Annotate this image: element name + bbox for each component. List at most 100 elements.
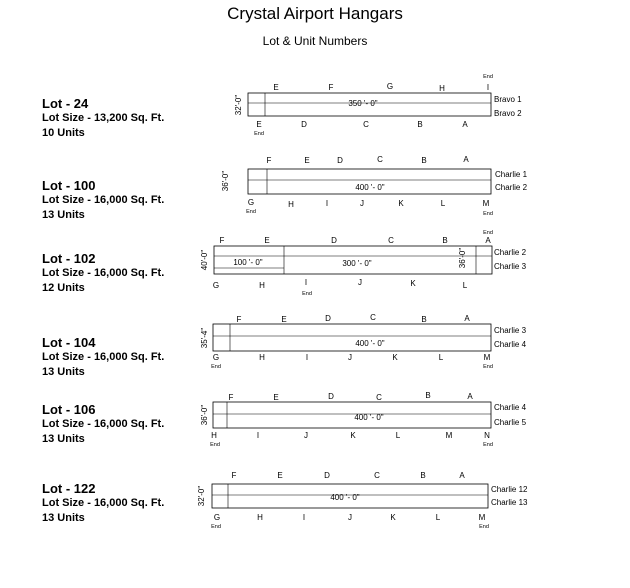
row-label: Charlie 4 xyxy=(494,403,527,412)
length-label: 300 '- 0" xyxy=(342,259,371,268)
depth-label: 36'-0" xyxy=(221,171,230,192)
row-label: Charlie 3 xyxy=(494,262,527,271)
unit-letter: I xyxy=(257,431,259,440)
lot-name: Lot - 106 xyxy=(42,402,96,417)
end-label: End xyxy=(211,524,221,530)
hangar-bar xyxy=(213,245,493,275)
unit-letter: G xyxy=(214,513,220,522)
unit-letter: D xyxy=(328,392,334,401)
depth-label: 36'-0" xyxy=(200,405,209,426)
unit-letter: B xyxy=(421,315,426,324)
page-subtitle: Lot & Unit Numbers xyxy=(262,34,368,48)
unit-letter: A xyxy=(464,314,470,323)
length-label: 400 '- 0" xyxy=(355,183,384,192)
length-label: 400 '- 0" xyxy=(354,413,383,422)
unit-letter: F xyxy=(267,156,272,165)
unit-letter: I xyxy=(487,83,489,92)
hangar-bar xyxy=(247,168,492,195)
unit-letter: F xyxy=(237,315,242,324)
lot-104-info: Lot - 104 Lot Size - 16,000 Sq. Ft. 13 U… xyxy=(42,335,164,380)
row-label: Charlie 3 xyxy=(494,326,527,335)
end-label: End xyxy=(246,209,256,215)
unit-letter: B xyxy=(421,156,426,165)
unit-letter: J xyxy=(358,278,362,287)
unit-letter: C xyxy=(363,120,369,129)
end-label: End xyxy=(483,74,493,80)
unit-letter: A xyxy=(459,471,465,480)
length-label: 400 '- 0" xyxy=(355,339,384,348)
row-label: Charlie 2 xyxy=(495,183,528,192)
unit-letter: C xyxy=(374,471,380,480)
unit-letter: I xyxy=(305,278,307,287)
unit-letter: A xyxy=(462,120,468,129)
unit-letter: K xyxy=(390,513,396,522)
hangar-bar xyxy=(211,483,489,509)
unit-letter: F xyxy=(220,236,225,245)
unit-letter: A xyxy=(485,236,491,245)
unit-letter: J xyxy=(348,353,352,362)
unit-letter: G xyxy=(248,198,254,207)
row-label: Charlie 5 xyxy=(494,418,527,427)
unit-letter: C xyxy=(370,313,376,322)
unit-letter: H xyxy=(288,200,294,209)
lot-size: Lot Size - 16,000 Sq. Ft. xyxy=(42,267,165,279)
unit-letter: A xyxy=(467,392,473,401)
lot-size: Lot Size - 16,000 Sq. Ft. xyxy=(42,418,165,430)
end-label: End xyxy=(211,364,221,370)
lot-100-diagram: 400 '- 0" 36'-0" Charlie 1 Charlie 2 F E… xyxy=(221,155,528,217)
lot-units: 13 Units xyxy=(42,433,85,445)
lot-name: Lot - 104 xyxy=(42,335,96,350)
end-label: End xyxy=(483,211,493,217)
unit-letter: K xyxy=(392,353,398,362)
unit-letter: E xyxy=(281,315,286,324)
lot-106-info: Lot - 106 Lot Size - 16,000 Sq. Ft. 13 U… xyxy=(42,402,164,447)
unit-letter: B xyxy=(420,471,425,480)
unit-letter: E xyxy=(264,236,269,245)
lot-size: Lot Size - 16,000 Sq. Ft. xyxy=(42,351,165,363)
unit-letter: C xyxy=(376,393,382,402)
unit-letter: D xyxy=(331,236,337,245)
unit-letter: E xyxy=(256,120,261,129)
unit-letter: H xyxy=(259,281,265,290)
depth-label: 40'-0" xyxy=(200,250,209,271)
lot-units: 12 Units xyxy=(42,282,85,294)
unit-letter: F xyxy=(329,83,334,92)
unit-letter: L xyxy=(439,353,444,362)
lot-122-diagram: 400 '- 0" 32'-0" Charlie 12 Charlie 13 F… xyxy=(197,471,528,530)
unit-letter: B xyxy=(425,391,430,400)
lot-size: Lot Size - 13,200 Sq. Ft. xyxy=(42,112,165,124)
unit-letter: L xyxy=(436,513,441,522)
depth-label: 32'-0" xyxy=(197,486,206,507)
lot-102-diagram: 100 '- 0" 300 '- 0" 40'-0" 36'-0" Charli… xyxy=(200,230,527,297)
unit-letter: J xyxy=(348,513,352,522)
lot-name: Lot - 102 xyxy=(42,251,96,266)
row-label: Charlie 13 xyxy=(491,498,528,507)
lot-name: Lot - 122 xyxy=(42,481,96,496)
unit-letter: D xyxy=(301,120,307,129)
depth-label: 32'-0" xyxy=(234,95,243,116)
unit-letter: G xyxy=(213,281,219,290)
unit-letter: B xyxy=(417,120,422,129)
unit-letter: G xyxy=(213,353,219,362)
unit-letter: A xyxy=(463,155,469,164)
page-title: Crystal Airport Hangars xyxy=(227,4,403,23)
unit-letter: I xyxy=(303,513,305,522)
end-label: End xyxy=(210,442,220,448)
unit-letter: D xyxy=(324,471,330,480)
unit-letter: M xyxy=(446,431,453,440)
lot-102-info: Lot - 102 Lot Size - 16,000 Sq. Ft. 12 U… xyxy=(42,251,164,296)
unit-letter: L xyxy=(463,281,468,290)
unit-letter: H xyxy=(259,353,265,362)
lot-name: Lot - 100 xyxy=(42,178,96,193)
end-label: End xyxy=(479,524,489,530)
lot-106-diagram: 400 '- 0" 36'-0" Charlie 4 Charlie 5 F E… xyxy=(200,391,527,448)
unit-letter: F xyxy=(229,393,234,402)
unit-letter: M xyxy=(479,513,486,522)
unit-letter: D xyxy=(337,156,343,165)
row-label: Charlie 12 xyxy=(491,485,528,494)
row-label: Charlie 2 xyxy=(494,248,527,257)
row-label: Bravo 2 xyxy=(494,109,522,118)
unit-letter: E xyxy=(277,471,282,480)
unit-letter: G xyxy=(387,82,393,91)
unit-letter: K xyxy=(350,431,356,440)
